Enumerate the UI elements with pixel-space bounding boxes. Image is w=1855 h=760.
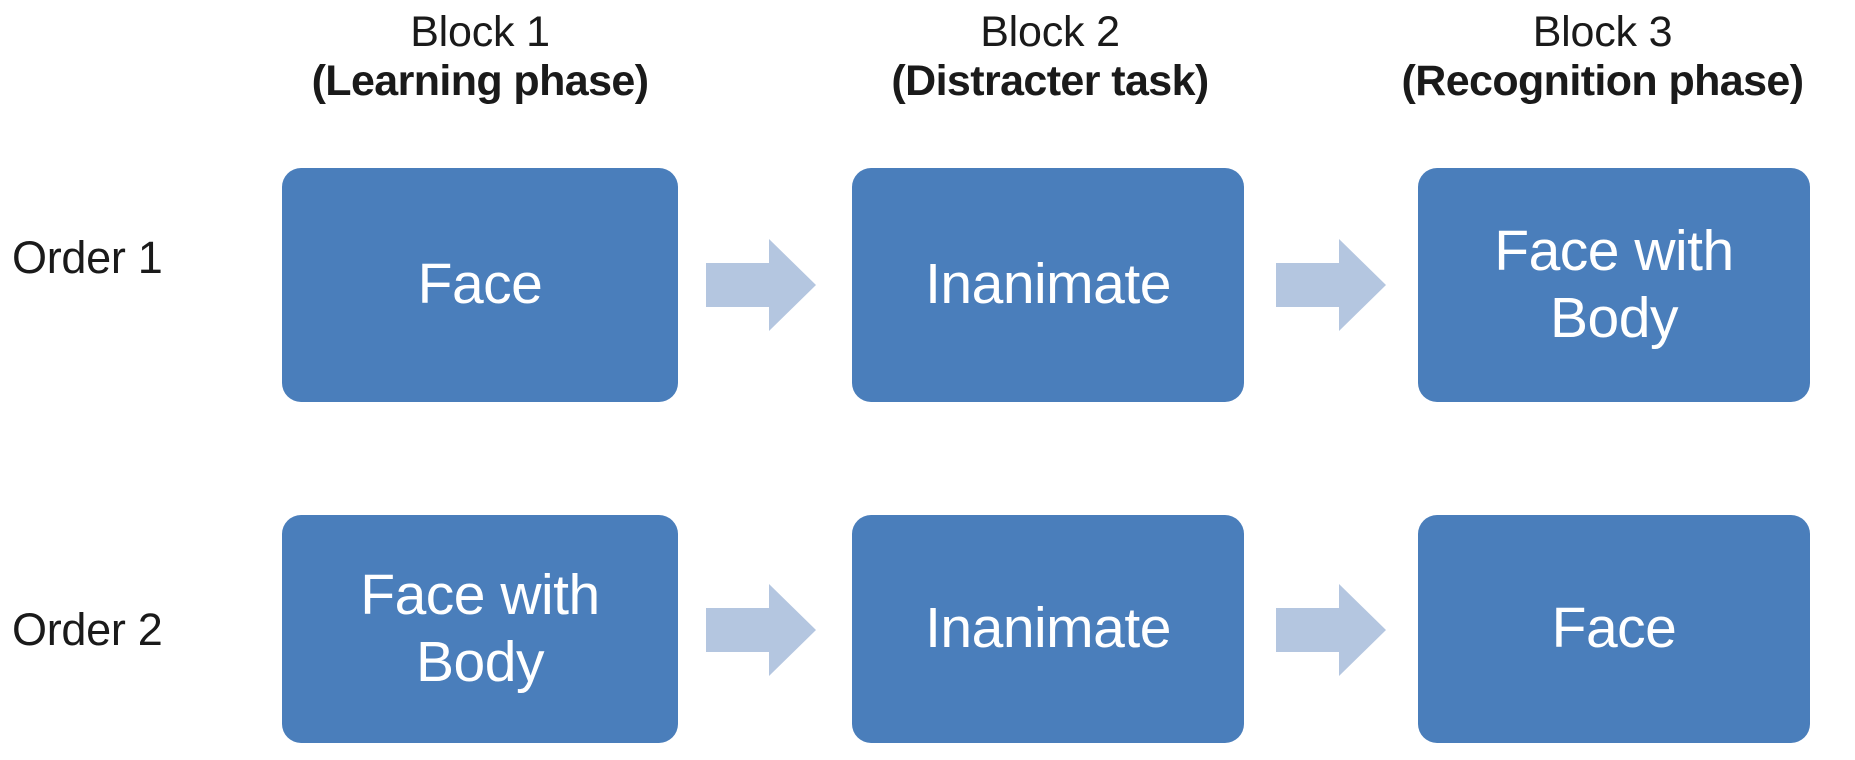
row-label-order-1: Order 1 (12, 232, 163, 283)
column-header-block-2-phase: (Distracter task) (891, 57, 1209, 106)
arrow-right-icon (706, 582, 816, 678)
column-header-block-1-title: Block 1 (410, 8, 550, 56)
stimulus-label: Face (1551, 596, 1677, 661)
column-header-block-2: Block 2 (Distracter task) (800, 8, 1300, 106)
stimulus-label-line1: Face with (1494, 218, 1734, 283)
stimulus-box-order1-block2: Inanimate (852, 168, 1244, 402)
arrow-right-icon (706, 237, 816, 333)
stimulus-label: Inanimate (925, 596, 1171, 661)
column-header-block-3: Block 3 (Recognition phase) (1350, 8, 1855, 106)
stimulus-box-order1-block1: Face (282, 168, 678, 402)
stimulus-label: Face (417, 252, 543, 317)
column-header-block-2-title: Block 2 (980, 8, 1120, 56)
stimulus-box-order2-block2: Inanimate (852, 515, 1244, 743)
column-header-block-1-phase: (Learning phase) (311, 57, 649, 106)
column-header-block-3-title: Block 3 (1532, 8, 1673, 56)
column-header-block-3-phase: (Recognition phase) (1401, 57, 1804, 106)
stimulus-label-line2: Body (416, 630, 544, 694)
stimulus-label: Inanimate (925, 252, 1171, 317)
arrow-right-icon (1276, 582, 1386, 678)
stimulus-box-order2-block1: Face with Body (282, 515, 678, 743)
column-header-block-1: Block 1 (Learning phase) (220, 8, 740, 106)
stimulus-label-line1: Face with (360, 562, 600, 627)
row-label-order-2: Order 2 (12, 604, 163, 655)
stimulus-label-line2: Body (1550, 286, 1678, 350)
stimulus-box-order2-block3: Face (1418, 515, 1810, 743)
arrow-right-icon (1276, 237, 1386, 333)
stimulus-box-order1-block3: Face with Body (1418, 168, 1810, 402)
